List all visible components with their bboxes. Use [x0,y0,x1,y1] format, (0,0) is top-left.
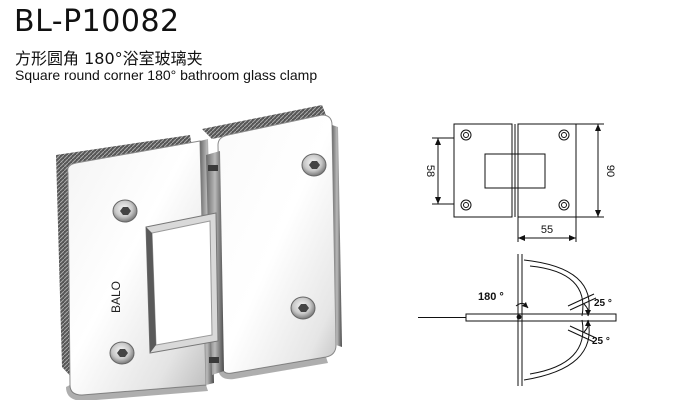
angle-25-upper-label: 25 ° [594,298,612,309]
screw-top-right [301,153,327,177]
dimension-58: 58 [424,165,436,177]
brand-mark: BALO [109,281,123,313]
angle-180-label: 180 ° [478,291,504,303]
product-name-chinese: 方形圆角 180°浴室玻璃夹 [15,49,203,68]
back-plate-right [202,105,326,139]
angle-25-lower-label: 25 ° [592,336,610,347]
product-photo: BALO [56,105,342,400]
product-model-title: BL-P10082 [14,4,180,39]
swing-angle-drawing: 180 ° 25 ° 25 ° [418,254,617,386]
dimension-55: 55 [541,224,553,236]
screw-bottom-left [109,341,135,365]
dimension-90: 90 [604,165,616,177]
hinge-plate-right [217,114,342,380]
screw-top-left [112,199,138,223]
hinge-leaf [145,212,219,354]
product-name-english: Square round corner 180° bathroom glass … [15,67,318,83]
front-view-drawing: 58 90 55 [424,123,616,242]
screw-bottom-right [290,296,316,320]
